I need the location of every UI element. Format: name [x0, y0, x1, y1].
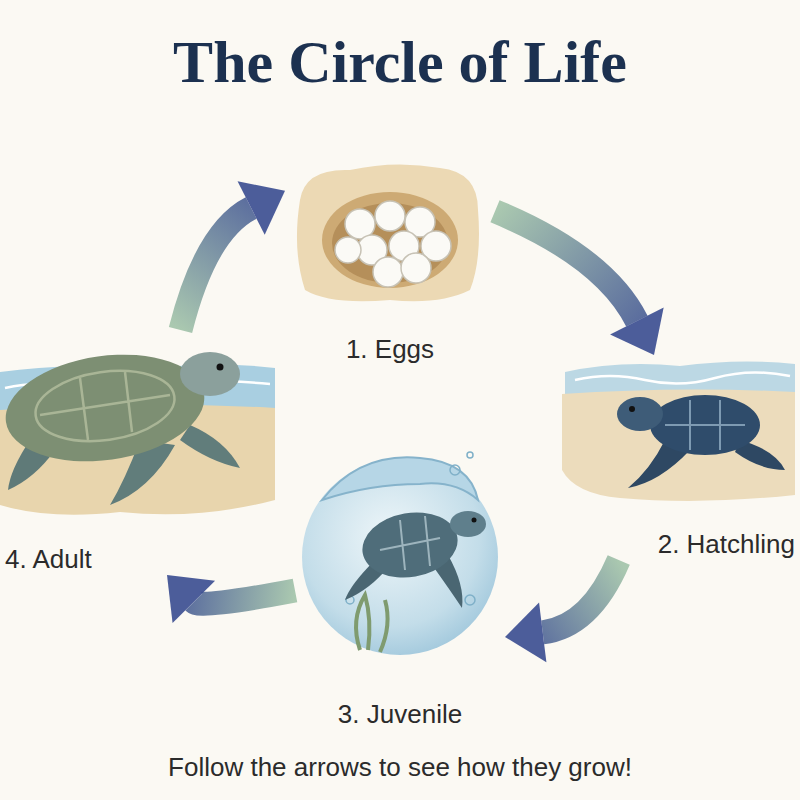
seaweed [356, 595, 388, 652]
cycle-arrow [505, 560, 619, 662]
adult-shell [0, 343, 211, 474]
arrow-shaft [543, 560, 619, 632]
stage-node: 2. Hatchling [560, 355, 795, 560]
hatchling-shell [650, 395, 760, 455]
wave-line [575, 372, 790, 383]
arrow-shaft [194, 591, 295, 604]
stage-node: 1. Eggs [285, 160, 495, 365]
eye [217, 364, 224, 371]
arrow-head [238, 181, 285, 235]
adult-head [180, 352, 240, 396]
juvenile-illustration [302, 452, 498, 655]
arrow-head [167, 575, 215, 623]
sand-mound [297, 164, 479, 301]
sand-patch [562, 389, 795, 500]
bubble [467, 452, 473, 458]
egg [375, 201, 405, 231]
eye [472, 518, 477, 523]
cycle-arrow [495, 211, 664, 355]
wave-crest [322, 457, 478, 500]
shell-pattern [31, 363, 179, 450]
eye [629, 406, 635, 412]
egg [373, 257, 403, 287]
stage-label: 4. Adult [5, 544, 92, 575]
egg [335, 237, 361, 263]
adult-illustration [0, 343, 275, 515]
eggs-illustration [297, 164, 479, 301]
stage-label: 1. Eggs [346, 334, 434, 365]
cycle-arrow [167, 575, 295, 623]
stage-node: 3. Juvenile [295, 420, 505, 730]
diagram-caption: Follow the arrows to see how they grow! [0, 752, 800, 783]
nest-hole [322, 192, 458, 288]
shell-pattern [380, 516, 440, 570]
egg [401, 253, 431, 283]
hatchling-head [617, 397, 663, 431]
juvenile-head [450, 511, 486, 537]
juvenile-shell [357, 505, 463, 585]
diagram-title: The Circle of Life [0, 28, 800, 97]
arrow-head [505, 603, 546, 663]
arrow-head [610, 308, 664, 355]
stage-label: 3. Juvenile [338, 699, 462, 730]
cycle-arrow [181, 181, 286, 330]
shell-pattern [665, 400, 745, 450]
front-flipper [180, 425, 240, 468]
stage-node: 4. Adult [5, 330, 275, 575]
bubble [465, 595, 475, 605]
shell-pattern [40, 372, 170, 440]
arrow-shaft [181, 208, 252, 330]
hatchling-illustration [562, 361, 795, 500]
arrow-shaft [495, 211, 637, 321]
bubble [450, 465, 460, 475]
stage-label: 2. Hatchling [658, 529, 795, 560]
